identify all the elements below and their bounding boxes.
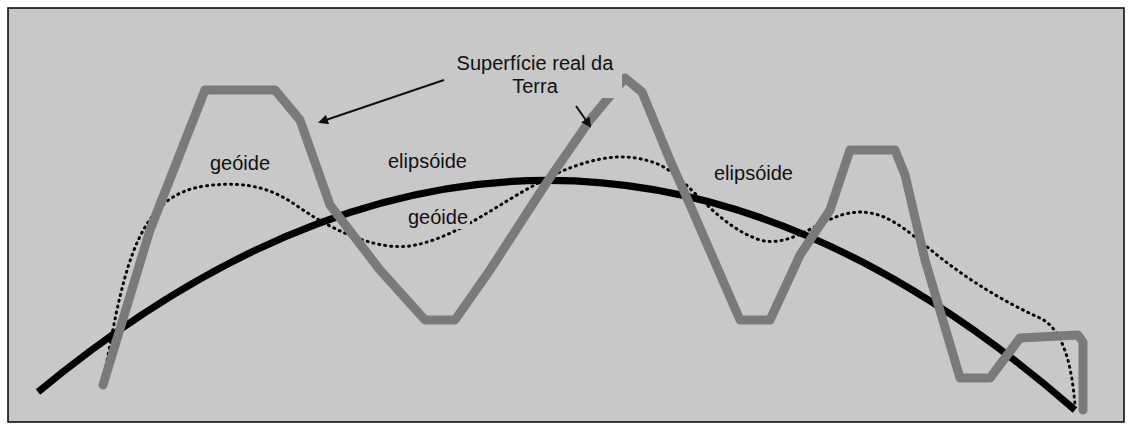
geoid-label: geóide [208, 152, 272, 175]
leader-arrow [320, 80, 444, 122]
leader-arrow [576, 106, 590, 126]
geoid-label: geóide [406, 206, 470, 229]
ellipsoid-label: elipsóide [386, 150, 469, 173]
real-surface-curve [103, 78, 1083, 410]
surface-label: Superfície real da Terra [448, 52, 622, 98]
ellipsoid-curve [38, 180, 1075, 410]
ellipsoid-label: elipsóide [712, 162, 795, 185]
frame [8, 8, 1124, 422]
